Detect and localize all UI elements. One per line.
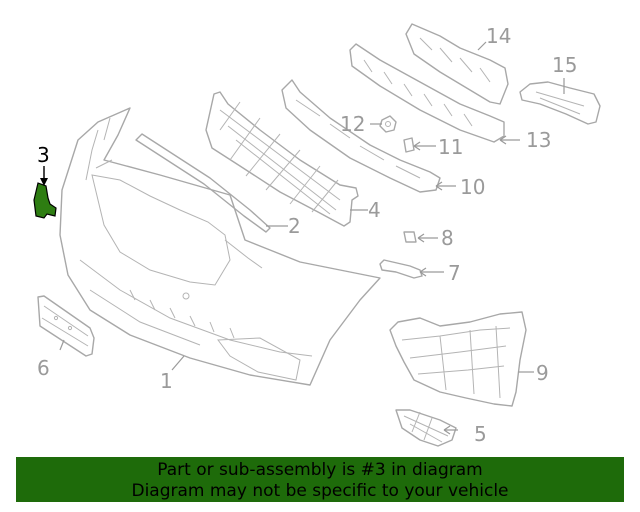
lower-grille-bracket: [389, 311, 527, 407]
upper-support-rail: [281, 79, 441, 193]
banner-line-2: Diagram may not be specific to your vehi…: [131, 481, 509, 501]
bracket-part-3: [33, 182, 57, 219]
lower-grille-piece: [395, 409, 457, 447]
callout-numbers: 1 2 3 4 5 6 7 8 9 10 11 12 13 14 15: [37, 24, 577, 446]
callout-5: 5: [474, 422, 487, 446]
screw-12: [379, 115, 397, 133]
callout-11: 11: [438, 135, 463, 159]
upper-trim-strip: [135, 133, 271, 233]
clip-8: [403, 231, 417, 243]
callout-13: 13: [526, 128, 551, 152]
callout-9: 9: [536, 361, 549, 385]
clip-11: [403, 137, 415, 153]
license-plate-bracket: [37, 295, 95, 357]
parts-diagram: 1 2 3 4 5 6 7 8 9 10 11 12 13 14 15: [33, 23, 601, 447]
small-bracket-7: [379, 259, 423, 279]
callout-14: 14: [486, 24, 511, 48]
callout-4: 4: [368, 198, 381, 222]
callout-lines: [43, 41, 565, 435]
callout-3: 3: [37, 143, 50, 167]
callout-12: 12: [340, 112, 365, 136]
impact-absorber: [349, 43, 505, 143]
info-banner: Part or sub-assembly is #3 in diagram Di…: [16, 457, 624, 502]
side-bracket: [519, 81, 601, 125]
callout-1: 1: [160, 369, 173, 393]
callout-8: 8: [441, 226, 454, 250]
callout-10: 10: [460, 175, 485, 199]
upper-absorber: [405, 23, 509, 105]
callout-3-arrow: [40, 166, 48, 186]
grille-insert: [205, 91, 359, 227]
banner-line-1: Part or sub-assembly is #3 in diagram: [157, 460, 483, 480]
callout-2: 2: [288, 214, 301, 238]
callout-15: 15: [552, 53, 577, 77]
callout-6: 6: [37, 356, 50, 380]
front-bumper-cover: [59, 107, 381, 386]
callout-7: 7: [448, 261, 461, 285]
